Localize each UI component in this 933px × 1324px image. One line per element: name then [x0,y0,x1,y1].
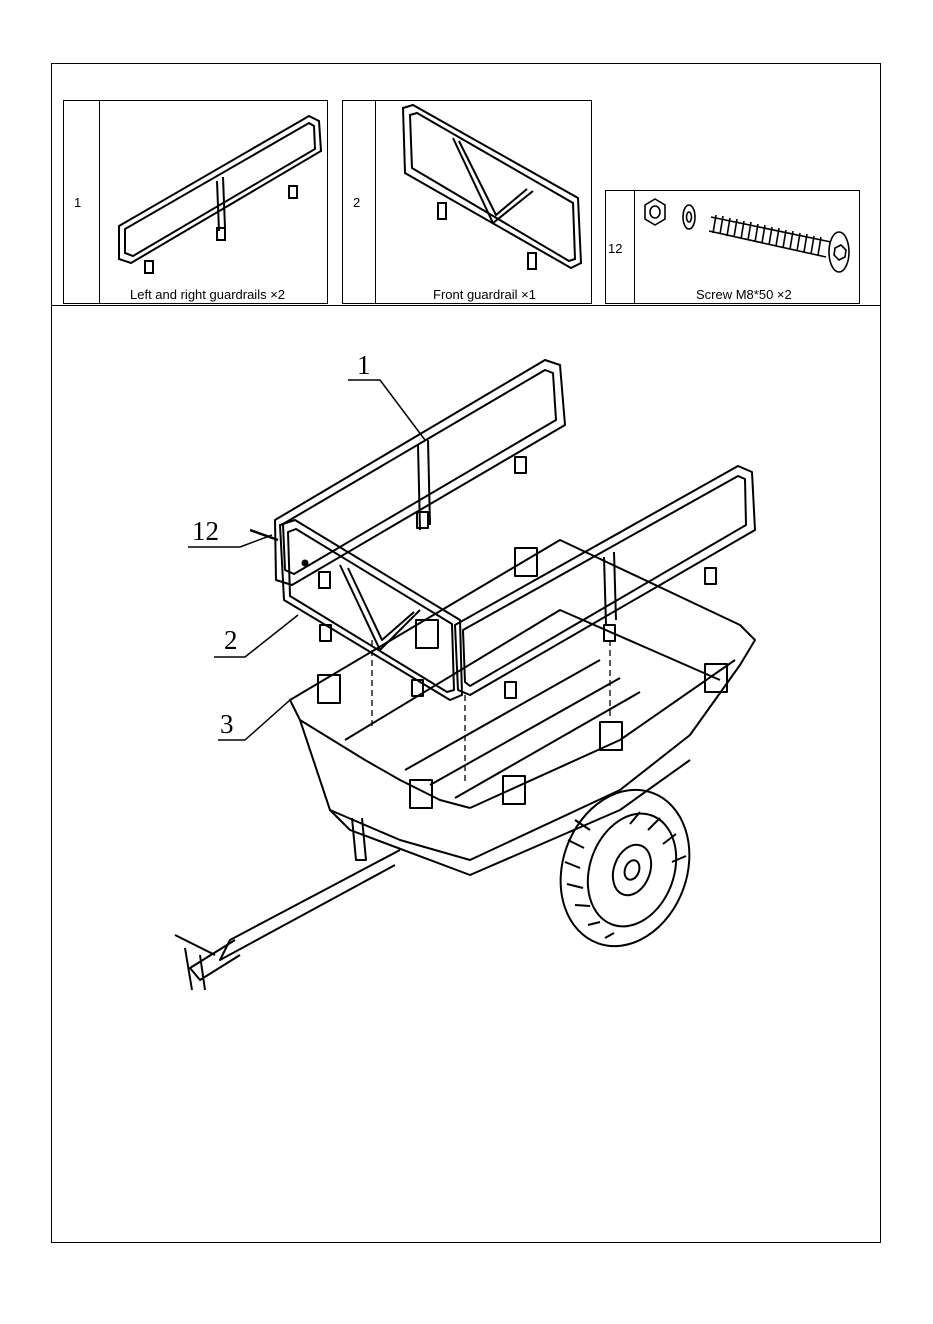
callout-label: 3 [220,711,234,738]
wheel-drawing [539,772,710,965]
callout-label: 2 [224,627,238,654]
trailer-tub-drawing [290,540,755,875]
left-guardrail-drawing [275,360,565,588]
hitch-drawing [175,818,400,990]
front-guardrail-drawing [280,520,462,700]
callout-label: 1 [357,352,371,379]
callout-label: 12 [192,518,219,545]
